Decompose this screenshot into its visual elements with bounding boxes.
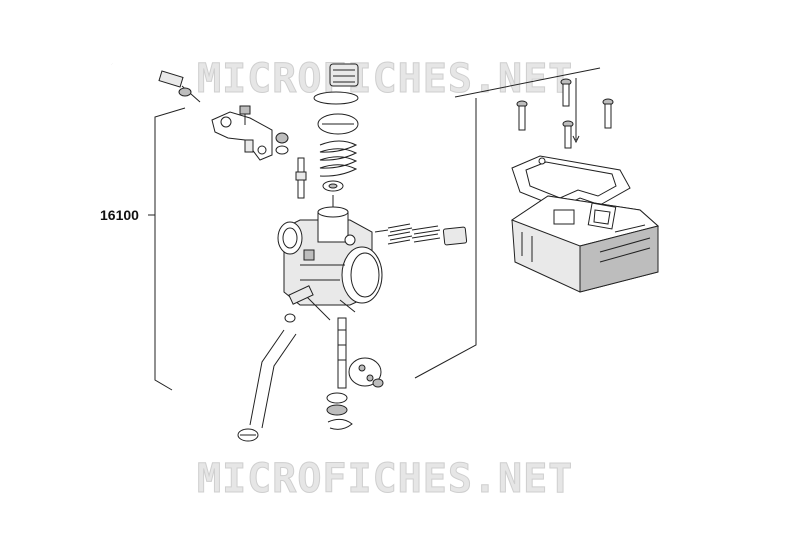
screw-2 — [560, 78, 572, 107]
carb-top-cap — [313, 63, 359, 135]
overflow-fitting — [237, 285, 314, 442]
assembly-ref-label: 16100 — [100, 207, 139, 223]
carburetor-body — [277, 206, 383, 306]
screw-1 — [516, 100, 528, 131]
cable-bracket — [211, 105, 273, 161]
assembly-bracket — [148, 107, 186, 391]
screw-3 — [602, 98, 614, 129]
airbox-screws — [516, 78, 614, 149]
idle-springs — [374, 223, 468, 246]
throttle-cable — [110, 60, 201, 103]
watermark-bottom: MICROFICHES.NET — [197, 456, 573, 502]
bracket-nut — [275, 132, 289, 155]
watermark-top: MICROFICHES.NET — [197, 56, 573, 102]
drain-shaft — [326, 317, 384, 430]
jet-needle — [295, 157, 307, 199]
separator-line — [414, 67, 601, 379]
screw-4 — [562, 120, 574, 149]
slide-spring — [319, 140, 358, 216]
airbox-housing — [510, 195, 660, 293]
